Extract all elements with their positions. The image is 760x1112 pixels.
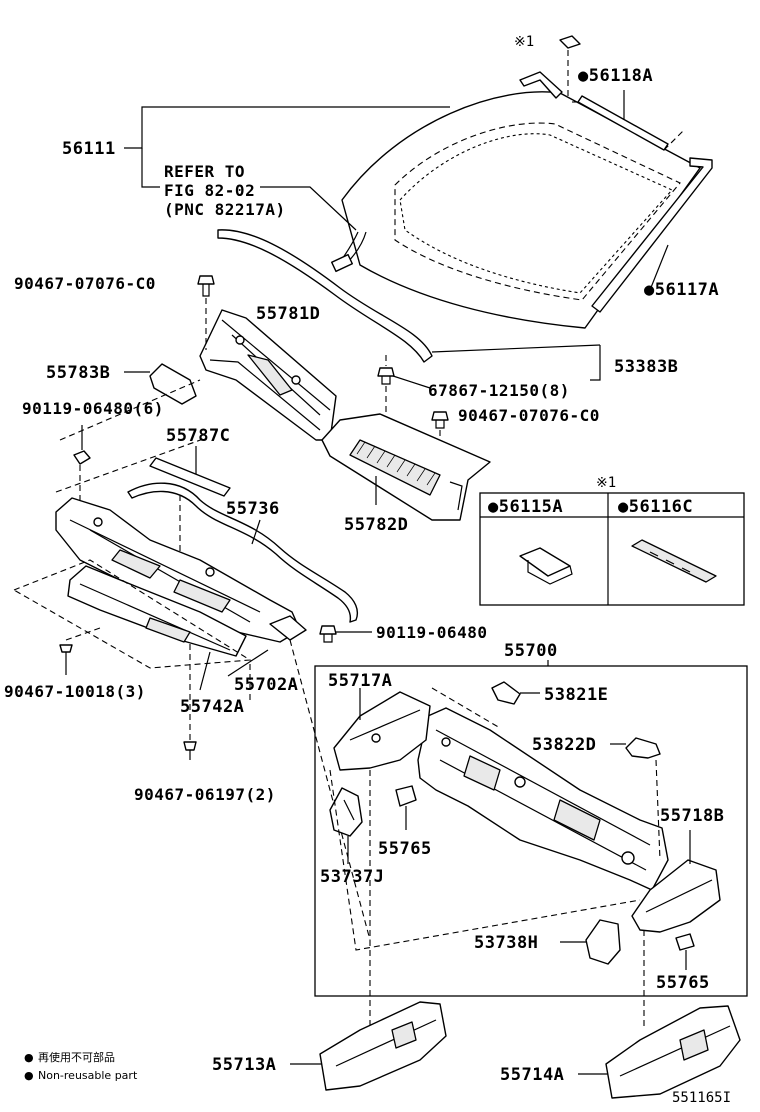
- legend-non-reusable-en: Non-reusable part: [38, 1069, 138, 1082]
- label-56116C: ●56116C: [618, 497, 693, 517]
- mark1-top-label: ※1: [514, 34, 534, 50]
- label-55714A: 55714A: [500, 1065, 564, 1085]
- label-90467-06197: 90467-06197(2): [134, 785, 276, 804]
- louver-55782D: [321, 413, 491, 521]
- clip-55765-a: [395, 785, 417, 830]
- clip-90467-07076-C0-a: [197, 275, 215, 350]
- windshield-glass: [341, 91, 701, 329]
- clip-mark1: [559, 35, 581, 100]
- label-53383B: 53383B: [614, 357, 678, 377]
- label-55765-b: 55765: [656, 973, 710, 993]
- label-55700: 55700: [504, 641, 558, 661]
- bracket-53737J: [329, 787, 363, 864]
- clip-55765-b: [675, 933, 695, 970]
- cowl-panel-55742A: [67, 565, 247, 657]
- refer-line-2: FIG 82-02: [164, 181, 255, 200]
- bracket-53738H: [560, 919, 621, 965]
- figure-id: 551165I: [672, 1090, 731, 1106]
- legend-non-reusable-jp: 再使用不可部品: [38, 1050, 115, 1064]
- label-53737J: 53737J: [320, 867, 384, 887]
- legend-bullet-en: ●: [24, 1069, 34, 1082]
- label-55765-a: 55765: [378, 839, 432, 859]
- label-55783B: 55783B: [46, 363, 110, 383]
- label-53738H: 53738H: [474, 933, 538, 953]
- legend-bullet-jp: ●: [24, 1051, 34, 1064]
- mark1-box-label: ※1: [596, 475, 616, 491]
- dash-panel-assembly-frame-55700: [314, 660, 748, 997]
- label-55717A: 55717A: [328, 671, 392, 691]
- label-55713A: 55713A: [212, 1055, 276, 1075]
- leader-lines-mid: [65, 649, 269, 691]
- insulator-55714A: [578, 1005, 741, 1099]
- insulator-55713A: [290, 1001, 447, 1091]
- label-90467-07076-C0-b: 90467-07076-C0: [458, 406, 600, 425]
- label-55718B: 55718B: [660, 806, 724, 826]
- dash-panel-55700-body: [417, 707, 669, 891]
- label-56118A: ●56118A: [578, 66, 653, 86]
- seal-55783B: [124, 363, 197, 405]
- molding-56118A: [568, 90, 685, 151]
- label-55781D: 55781D: [256, 304, 320, 324]
- molding-56117A: [519, 71, 713, 313]
- label-90467-07076-C0-a: 90467-07076-C0: [14, 274, 156, 293]
- bracket-53821E: [431, 681, 540, 729]
- frame-dashed-guides: [329, 769, 645, 1040]
- bracket-55718B: [631, 830, 721, 933]
- weatherstrip-53383B: [217, 229, 433, 363]
- label-53821E: 53821E: [544, 685, 608, 705]
- label-55787C: 55787C: [166, 426, 230, 446]
- label-90119-06480: 90119-06480: [376, 623, 487, 642]
- refer-line-3: (PNC 82217A): [164, 200, 286, 219]
- legend: ● 再使用不可部品 ● Non-reusable part: [24, 1050, 138, 1082]
- label-56117A: ●56117A: [644, 280, 719, 300]
- clip-90119-06480-6: [59, 379, 201, 500]
- panel-dashed-guides: [12, 437, 371, 941]
- clip-90119-06480: [319, 625, 372, 643]
- seal-55736: [127, 482, 359, 623]
- label-55742A: 55742A: [180, 697, 244, 717]
- bracket-55717A: [333, 688, 431, 771]
- seal-55787C: [149, 446, 231, 560]
- cowl-panel-55702A: [55, 497, 307, 643]
- label-90467-10018: 90467-10018(3): [4, 682, 146, 701]
- label-55782D: 55782D: [344, 515, 408, 535]
- label-56115A: ●56115A: [488, 497, 563, 517]
- refer-line-1: REFER TO: [164, 162, 245, 181]
- label-90119-06480-6: 90119-06480(6): [22, 399, 164, 418]
- label-53822D: 53822D: [532, 735, 596, 755]
- louver-55781D: [199, 309, 337, 441]
- leader-lines-upper: [124, 106, 601, 389]
- part-labels: ※1 ●56118A 56111 REFER TO FIG 82-02 (PNC…: [4, 34, 724, 1085]
- bracket-53822D: [610, 737, 661, 861]
- label-55736: 55736: [226, 499, 280, 519]
- label-67867-12150: 67867-12150(8): [428, 381, 570, 400]
- label-56111: 56111: [62, 139, 116, 159]
- screw-90467-06197: [183, 640, 197, 760]
- label-55702A: 55702A: [234, 675, 298, 695]
- screw-90467-10018: [59, 627, 101, 660]
- mark1-inset-box: [479, 492, 745, 606]
- glass-wire-connector: [331, 231, 367, 273]
